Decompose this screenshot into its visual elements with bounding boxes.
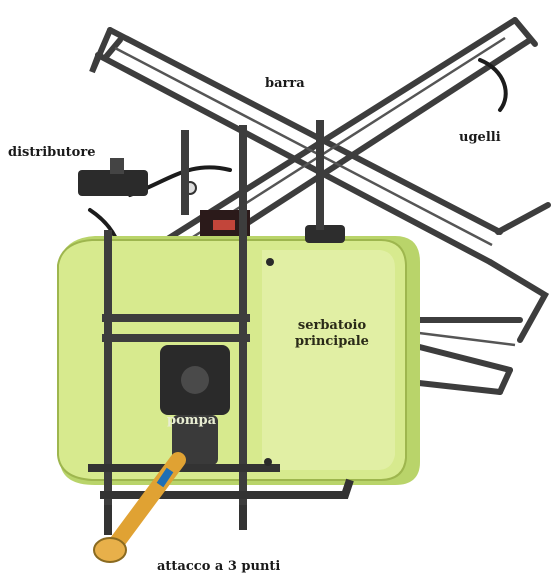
pto-shaft [93,452,186,563]
label-attacco-3-punti: attacco a 3 punti [157,559,281,574]
distributor-valve [78,158,197,196]
label-pompa: pompa [167,413,217,428]
label-serbatoio-principale: serbatoio principale [295,318,369,349]
pump [160,345,230,465]
label-barra: barra [265,76,305,91]
control-box-display [213,220,235,230]
support-frame [102,120,324,505]
hitch-frame [88,464,354,535]
tank-panel [262,250,395,470]
label-ugelli: ugelli [459,130,501,145]
label-distributore: distributore [8,145,96,160]
tank-bolts [264,258,274,466]
tank-lid [305,225,345,243]
